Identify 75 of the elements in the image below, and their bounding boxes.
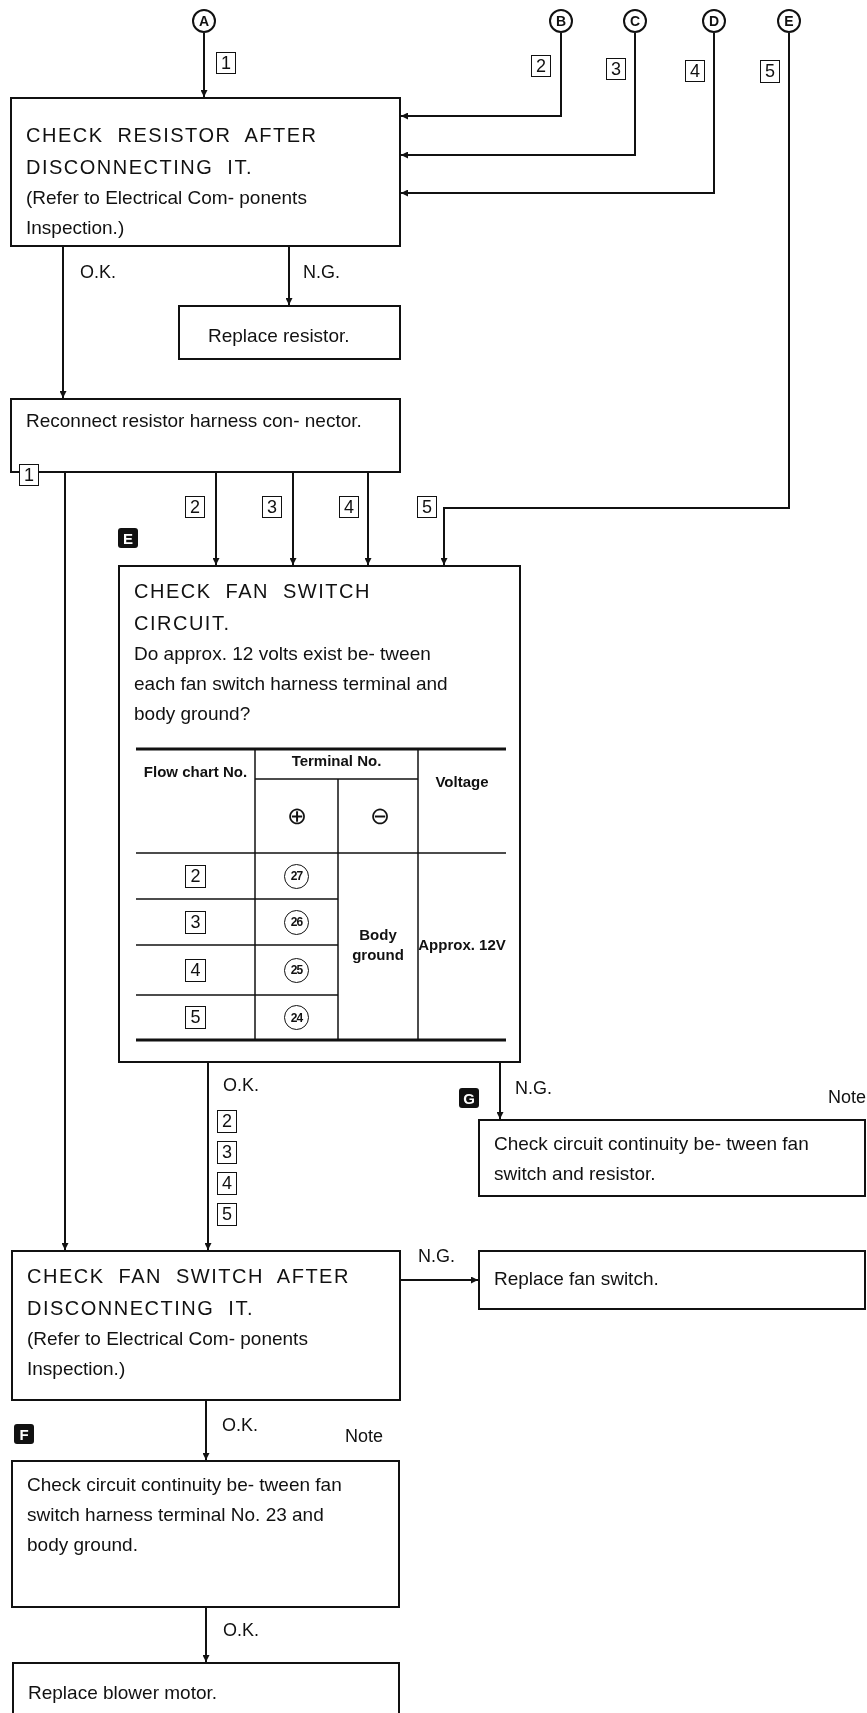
- arrow: [202, 1607, 210, 1663]
- box-text: Check circuit continuity be- tween fan switch harness terminal No. 23 and body ground.: [27, 1473, 343, 1557]
- step-number: 2: [185, 864, 206, 888]
- step-number: 3: [262, 496, 282, 518]
- process-box: [10, 97, 401, 247]
- table-cell-text: Approx. 12V: [418, 935, 506, 955]
- process-box: [178, 305, 401, 360]
- step-number: 5: [217, 1203, 237, 1226]
- arrow: [364, 472, 372, 566]
- arrow: [400, 32, 636, 159]
- step-number: 5: [760, 60, 780, 83]
- connector-circle: [702, 9, 726, 33]
- box-text: (Refer to Electrical Com- ponents Inspection.): [27, 1327, 309, 1381]
- box-heading: CHECK FAN SWITCH CIRCUIT.: [134, 579, 372, 636]
- arrow: [400, 32, 562, 120]
- connector-letter: D: [708, 14, 720, 28]
- table-header: Terminal No.: [290, 751, 383, 771]
- step-number: 4: [339, 496, 359, 518]
- box-heading: CHECK RESISTOR AFTER DISCONNECTING IT.: [26, 123, 319, 180]
- table-cell-text: Body ground: [351, 925, 405, 965]
- arrow: [400, 1276, 479, 1284]
- step-number: 4: [217, 1172, 237, 1195]
- arrow: [212, 472, 220, 566]
- process-box: [478, 1119, 866, 1197]
- connector-circle: [777, 9, 801, 33]
- connector-letter: A: [198, 14, 210, 28]
- polarity-symbol: ⊕: [285, 801, 308, 831]
- box-text: Check circuit continuity be- tween fan switch and resistor.: [494, 1132, 810, 1186]
- arrow: [496, 1062, 504, 1120]
- box-text: Do approx. 12 volts exist be- tween each fan switch harness terminal and body ground?: [134, 642, 449, 726]
- step-number: 1: [19, 464, 39, 486]
- step-number: 2: [185, 496, 205, 518]
- arrow: [204, 1062, 212, 1251]
- polarity-symbol: ⊖: [368, 801, 391, 831]
- connector-circle: [192, 9, 216, 33]
- arrow: [200, 32, 208, 98]
- process-box: [118, 565, 521, 1063]
- arrow: [440, 32, 790, 566]
- box-text: Replace blower motor.: [28, 1681, 219, 1705]
- arrow: [59, 246, 67, 399]
- box-text: Replace resistor.: [208, 324, 351, 348]
- step-number: 1: [216, 52, 236, 74]
- connector-letter: C: [629, 14, 641, 28]
- box-text: (Refer to Electrical Com- ponents Inspection.): [26, 186, 308, 240]
- step-number: 2: [531, 55, 551, 77]
- table-header: Flow chart No.: [142, 762, 249, 782]
- step-number: 3: [217, 1141, 237, 1164]
- connector-letter: E: [784, 14, 794, 28]
- process-box: [11, 1250, 401, 1401]
- arrow: [61, 472, 69, 1251]
- step-number: 5: [417, 496, 437, 518]
- table-header: Voltage: [434, 772, 490, 792]
- note-label: Note: [345, 1426, 384, 1446]
- section-marker: F: [14, 1424, 34, 1444]
- process-box: [478, 1250, 866, 1310]
- step-number: 5: [185, 1006, 206, 1029]
- arrow: [400, 32, 715, 197]
- step-number: 3: [606, 58, 626, 80]
- connector-circle: [623, 9, 647, 33]
- section-marker: G: [459, 1088, 479, 1108]
- box-text: Reconnect resistor harness con- nector.: [26, 409, 363, 433]
- box-text: Replace fan switch.: [494, 1267, 660, 1291]
- section-marker: E: [118, 528, 138, 548]
- step-number: 3: [185, 910, 206, 934]
- arrow: [202, 1400, 210, 1461]
- arrow: [289, 472, 297, 566]
- box-heading: CHECK FAN SWITCH AFTER DISCONNECTING IT.: [27, 1264, 351, 1321]
- step-number: 4: [185, 958, 206, 982]
- step-number: 4: [685, 60, 705, 82]
- note-label: Note: [827, 1087, 866, 1107]
- process-box: [11, 1460, 400, 1608]
- step-number: 2: [217, 1110, 237, 1133]
- connector-letter: B: [555, 14, 567, 28]
- arrow: [285, 246, 293, 306]
- connector-circle: [549, 9, 573, 33]
